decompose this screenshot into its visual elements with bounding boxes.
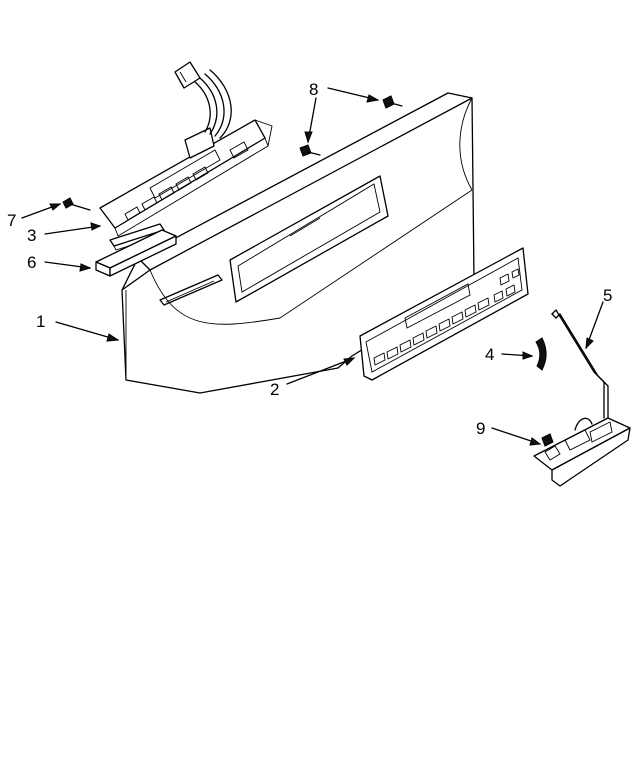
callout-1: 1 bbox=[36, 312, 45, 331]
arrowhead-9 bbox=[529, 437, 542, 446]
arrowhead-1 bbox=[106, 333, 120, 342]
leader-2 bbox=[286, 357, 355, 385]
callout-7: 7 bbox=[7, 211, 16, 230]
leader-3 bbox=[44, 225, 101, 235]
arrowhead-2 bbox=[343, 357, 356, 366]
arrowhead-4 bbox=[522, 351, 534, 360]
latch-part9 bbox=[533, 417, 631, 487]
callout-3: 3 bbox=[27, 226, 36, 245]
arrowhead-7 bbox=[49, 203, 62, 211]
leader-lines bbox=[21, 87, 604, 446]
callout-4: 4 bbox=[485, 345, 494, 364]
arrowhead-8b bbox=[304, 131, 313, 144]
arrowhead-6 bbox=[79, 263, 92, 272]
callout-6: 6 bbox=[27, 253, 36, 272]
console-panel bbox=[121, 92, 475, 394]
screw-part7 bbox=[62, 197, 91, 211]
rod-part5 bbox=[551, 309, 609, 419]
clip-part4 bbox=[535, 337, 547, 371]
callout-2: 2 bbox=[270, 380, 279, 399]
control-board bbox=[99, 61, 273, 237]
callout-5: 5 bbox=[603, 286, 612, 305]
spacer-part6 bbox=[95, 229, 177, 277]
callout-labels: 1 2 3 4 5 6 7 8 9 bbox=[7, 80, 612, 438]
callout-9: 9 bbox=[476, 419, 485, 438]
arrowhead-5 bbox=[585, 337, 594, 350]
touchpad-overlay bbox=[359, 247, 529, 381]
callout-8: 8 bbox=[309, 80, 318, 99]
screws-part8 bbox=[299, 95, 403, 157]
arrowhead-3 bbox=[90, 222, 102, 231]
arrowhead-8a bbox=[366, 94, 380, 103]
